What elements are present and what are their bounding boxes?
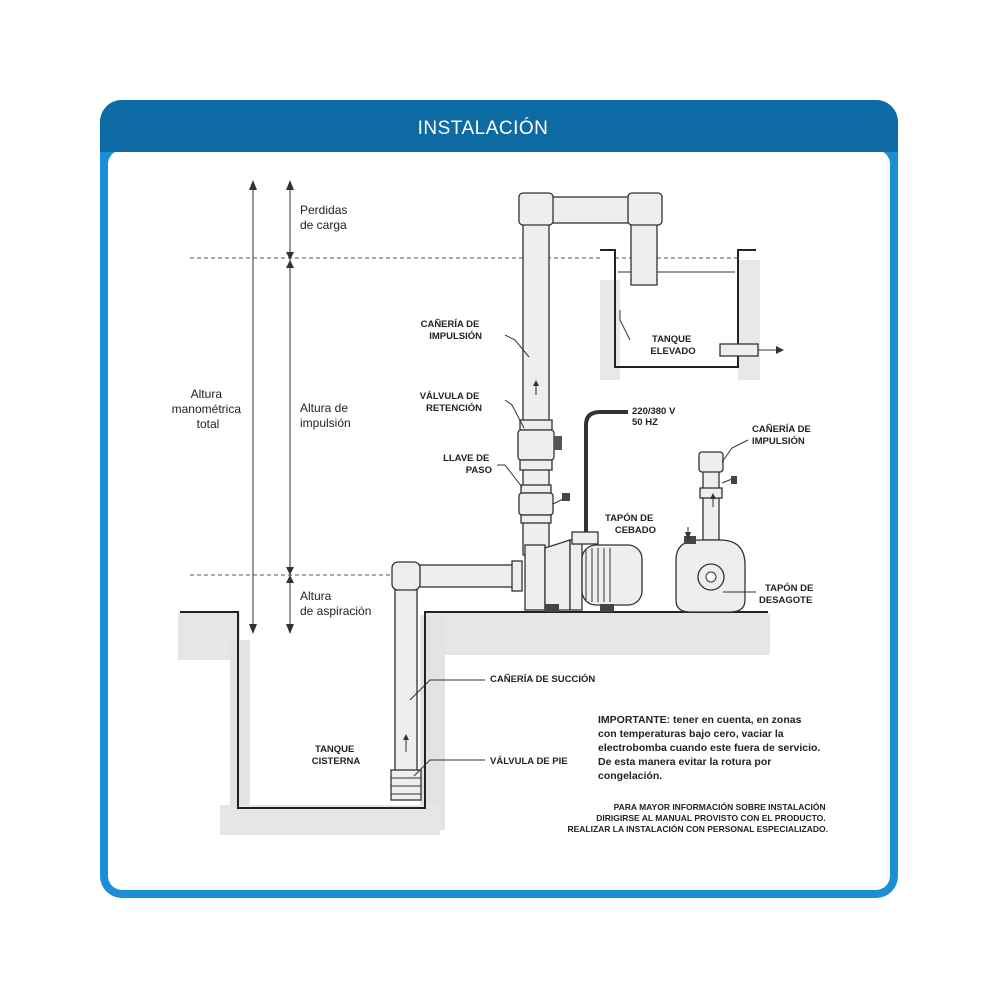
dim-discharge: Altura de impulsión [300,401,351,430]
dim-suction: Altura de aspiración [300,589,371,618]
leader-lines [409,310,756,777]
label-check-valve: VÁLVULA DE RETENCIÓN [420,391,482,414]
dim-losses: Perdidas de carga [300,203,351,232]
label-priming-plug: TAPÓN DE CEBADO [605,512,656,536]
label-suction-pipe: CAÑERÍA DE SUCCIÓN [490,673,595,685]
side-pump [675,451,746,613]
header-bar-lower [100,126,898,152]
cistern-and-ground [180,611,768,809]
header-title: INSTALACIÓN [418,117,549,139]
label-gate-valve: LLAVE DE PASO [443,453,492,476]
label-impulsion-pipe: CAÑERÍA DE IMPULSIÓN [421,319,483,342]
more-info-note: PARA MAYOR INFORMACIÓN SOBRE INSTALACIÓN… [567,801,828,834]
label-impulsion-pipe-side: CAÑERÍA DE IMPULSIÓN [752,424,813,447]
tank-outlet [719,343,759,357]
label-foot-valve: VÁLVULA DE PIE [490,756,568,767]
label-elevated-tank: TANQUE ELEVADO [650,334,695,357]
important-note: IMPORTANTE: tener en cuenta, en zonas co… [598,714,823,782]
main-pump [524,531,643,612]
outlet-arrowhead [776,346,784,354]
dim-total: Altura manométrica total [172,387,245,431]
elevated-tank [600,249,756,368]
label-cistern: TANQUE CISTERNA [312,744,361,767]
label-drain-plug: TAPÓN DE DESAGOTE [759,582,816,606]
suction-pipe [390,560,523,801]
label-power: 220/380 V 50 HZ [632,406,678,428]
panel-body [108,150,890,890]
power-cable [584,410,628,532]
dimension-arrows [249,180,294,634]
